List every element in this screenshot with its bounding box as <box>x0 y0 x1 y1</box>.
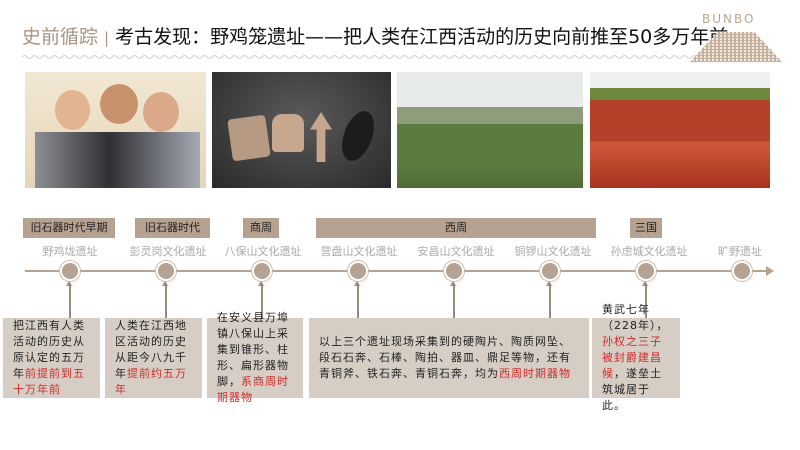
title-separator: | <box>104 29 110 47</box>
box-text: 人类在江西地区活动的历史从距今八九千年 <box>115 319 187 380</box>
site-name: 铜锣山文化遗址 <box>514 245 592 258</box>
timeline-node <box>636 261 656 281</box>
pointer-arrow-icon <box>546 281 552 318</box>
pointer-arrow-icon <box>450 281 456 318</box>
description-box: 把江西有人类活动的历史从原认定的五万年前提前到五十万年前 <box>3 318 100 398</box>
timeline-node <box>348 261 368 281</box>
box-highlight: 前提前到五十万年前 <box>13 367 85 396</box>
timeline-axis <box>25 270 770 272</box>
box-text: 黄武七年（228年）， <box>602 303 669 332</box>
pointer-arrow-icon <box>162 281 168 318</box>
timeline-arrow-icon <box>766 266 774 276</box>
section-name: 史前循踪 <box>22 26 99 48</box>
timeline-node <box>60 261 80 281</box>
title-text: 考古发现：野鸡笼遗址——把人类在江西活动的历史向前推至50多万年前 <box>115 26 729 48</box>
period-label: 三国 <box>630 218 662 238</box>
box-highlight: 系商周时期器物 <box>217 375 289 404</box>
bunbo-logo: BUNBO <box>690 12 785 64</box>
page-title: 史前循踪 | 考古发现：野鸡笼遗址——把人类在江西活动的历史向前推至50多万年前 <box>22 22 728 49</box>
site-name: 野鸡垅遗址 <box>42 245 98 258</box>
box-text: 以上三个遗址现场采集到的硬陶片、陶质网坠、段石石奔、石棒、陶拍、器皿、鼎足等物，… <box>319 335 571 380</box>
description-box: 以上三个遗址现场采集到的硬陶片、陶质网坠、段石石奔、石棒、陶拍、器皿、鼎足等物，… <box>309 318 589 398</box>
description-box: 人类在江西地区活动的历史从距今八九千年提前约五万年 <box>105 318 202 398</box>
archaeologists-photo <box>25 72 206 188</box>
site-name: 孙虑城文化遗址 <box>610 245 688 258</box>
red-earth-landscape-photo <box>590 72 770 188</box>
site-name: 八保山文化遗址 <box>224 245 302 258</box>
pointer-arrow-icon <box>258 281 264 318</box>
period-label: 旧石器时代 <box>135 218 210 238</box>
pointer-arrow-icon <box>642 281 648 318</box>
wavy-divider <box>22 55 702 59</box>
box-highlight: 提前约五万年 <box>115 367 187 396</box>
box-text: 在安义县万埠镇八保山上采集到锥形、柱形、扁形器物脚， <box>217 311 289 388</box>
pointer-arrow-icon <box>66 281 72 318</box>
logo-grid-graphic <box>690 32 782 62</box>
grassland-site-photo <box>397 72 583 188</box>
timeline-node <box>540 261 560 281</box>
stone-tools-photo <box>212 72 391 188</box>
site-name: 安昌山文化遗址 <box>417 245 495 258</box>
description-box: 在安义县万埠镇八保山上采集到锥形、柱形、扁形器物脚，系商周时期器物 <box>207 311 303 404</box>
site-name: 旷野遗址 <box>718 245 762 258</box>
box-text: ，遂垒土筑城居于此。 <box>602 367 662 412</box>
period-label: 旧石器时代早期 <box>23 218 115 238</box>
period-label: 商周 <box>243 218 279 238</box>
timeline-node <box>732 261 752 281</box>
description-box: 黄武七年（228年）， 孙权之三子被封爵建昌候，遂垒土筑城居于此。 <box>592 303 680 412</box>
timeline-node <box>156 261 176 281</box>
timeline-node <box>444 261 464 281</box>
logo-text: BUNBO <box>702 12 756 26</box>
site-name: 彭灵岗文化遗址 <box>129 245 207 258</box>
box-text: 把江西有人类活动的历史从原认定的五万年 <box>13 319 85 380</box>
period-label: 西周 <box>316 218 596 238</box>
box-highlight: 孙权之三子被封爵建昌候 <box>602 335 662 380</box>
timeline-node <box>252 261 272 281</box>
site-name: 营盘山文化遗址 <box>320 245 398 258</box>
pointer-arrow-icon <box>354 281 360 318</box>
box-highlight: 西周时期器物 <box>499 367 571 380</box>
